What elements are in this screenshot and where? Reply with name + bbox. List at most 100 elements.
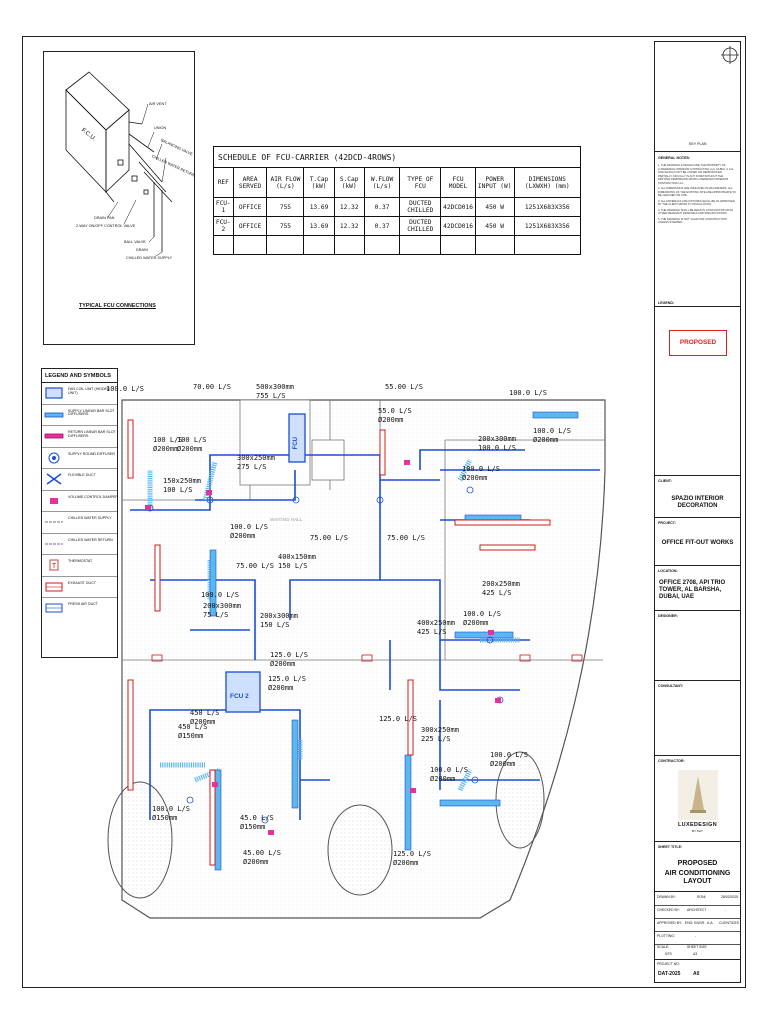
- general-note: 2. ALL DIMENSIONS ARE INDICATED IN MILLI…: [658, 187, 736, 197]
- fcu-symbol-icon: [45, 387, 63, 399]
- fcu-2-label: FCU 2: [230, 693, 249, 700]
- fcu-1-unit: [288, 413, 306, 463]
- legend-item: CHILLED WATER SUPPLY: [42, 512, 117, 534]
- callout-ball-valve: BALL VALVE: [124, 240, 146, 244]
- general-note: 5. THE DRAWING IS NOT VALID FOR CONSTRUC…: [658, 217, 727, 225]
- legend-item: FLEXIBLE DUCT: [42, 469, 117, 491]
- fcu-detail-title: TYPICAL FCU CONNECTIONS: [79, 303, 156, 309]
- building-walls: [121, 399, 606, 919]
- schedule-header: DIMENSIONS (LXWXH) (mm): [513, 167, 581, 198]
- callout-drain: DRAIN: [136, 248, 148, 252]
- fcu-1-label: FCU: [293, 436, 300, 450]
- fcu-2-unit: [225, 671, 261, 713]
- schedule-header: AREA SERVED: [232, 167, 268, 198]
- legend-panel: LEGEND AND SYMBOLS FAN COIL UNIT (HIDDEN…: [41, 368, 118, 658]
- drawing-sheet-border: [22, 36, 746, 988]
- legend-item: SUPPLY LINEAR BAR SLOT DIFFUSERS: [42, 405, 117, 426]
- planter-left: [107, 781, 173, 899]
- general-note: 4. THE DRAWING SHALL BE READ IN CONJUNCT…: [658, 208, 734, 216]
- project-number: DAT-2025: [658, 971, 681, 977]
- schedule-header: W.FLOW (L/s): [363, 167, 401, 198]
- legend-item: FRESH AIR DUCT: [42, 598, 117, 619]
- schedule-empty-cell: [513, 235, 581, 255]
- fcu-connection-sketch: [65, 71, 173, 257]
- project-number-section: PROJECT NO: DAT-2025 A0: [655, 959, 740, 983]
- exhaust-duct-icon: [45, 582, 63, 591]
- sheet-title-line2: AIR CONDITIONING LAYOUT: [664, 870, 731, 886]
- project-name: OFFICE FIT-OUT WORKS: [661, 540, 734, 546]
- flexible-duct-icon: [46, 473, 62, 485]
- legend-title: LEGEND AND SYMBOLS: [42, 369, 117, 383]
- revision: A0: [693, 971, 700, 977]
- round-diffuser-icon: [48, 452, 60, 463]
- legend-item: SUPPLY ROUND DIFFUSER: [42, 448, 117, 469]
- tb-legend-label: LEGEND:: [658, 301, 675, 305]
- key-plan-label: KEY PLAN: [689, 142, 707, 146]
- notes-section: GENERAL NOTES: 1. THE DRAWING & DESIGN A…: [655, 151, 740, 306]
- consultant-section: CONSULTANT:: [655, 680, 740, 755]
- title-block: KEY PLAN GENERAL NOTES: 1. THE DRAWING &…: [654, 41, 741, 983]
- legend-item: VOLUME CONTROL DAMPER: [42, 491, 118, 512]
- return-slot-diffusers: [127, 419, 551, 866]
- legend-item: RETURN LINEAR BAR SLOT DIFFUSERS: [42, 426, 117, 448]
- fcu-schedule-table: SCHEDULE OF FCU-CARRIER (42DCD-4ROWS) RE…: [213, 146, 581, 255]
- chw-return-icon: [45, 543, 63, 544]
- general-note: 1. THE DRAWING & DESIGN ARE THE PROPERTY…: [658, 164, 735, 185]
- legend-item: CHILLED WATER RETURN: [42, 534, 117, 555]
- project-section: PROJECT: OFFICE FIT-OUT WORKS: [655, 517, 740, 565]
- schedule-cell: 12.32: [333, 197, 365, 217]
- client-section: CLIENT: SPAZIO INTERIOR DECORATION: [655, 475, 740, 517]
- svg-text:T: T: [52, 563, 57, 570]
- volume-damper-icon: [50, 497, 58, 504]
- round-diffusers: [146, 486, 504, 824]
- callout-air-vent: AIR VENT: [149, 102, 167, 106]
- schedule-cell: DUCTED CHILLED: [399, 197, 442, 217]
- planter-right: [495, 751, 545, 849]
- schedule-empty-cell: [399, 235, 442, 255]
- info-row: PLOTTING: -: [655, 931, 740, 945]
- legend-item: EXHAUST DUCT: [42, 577, 117, 598]
- schedule-header: TYPE OF FCU: [399, 167, 442, 198]
- sheet-title-line1: PROPOSED: [677, 860, 718, 867]
- callout-chw-supply: CHILLED WATER SUPPLY: [126, 256, 173, 260]
- waiting-hall-label: WAITING HALL: [270, 517, 303, 522]
- volume-dampers: [145, 460, 501, 835]
- planter-center: [327, 804, 393, 896]
- callout-drain-pan: DRAIN PAN: [94, 216, 115, 220]
- logo-subtext: BY SHY: [692, 829, 703, 833]
- legend-stamp-section: LEGEND: PROPOSED: [655, 301, 740, 451]
- info-row: DRAWN BY: RONI 28/02/2025: [655, 892, 740, 906]
- callout-control-valve: 2-WAY ON/OFF CONTROL VALVE: [76, 224, 136, 228]
- sheet-title-section: SHEET TITLE: PROPOSED AIR CONDITIONING L…: [655, 841, 740, 891]
- general-notes-label: GENERAL NOTES:: [658, 156, 691, 160]
- contractor-section: CONTRACTOR: LUXEDESIGN BY SHY: [655, 755, 740, 841]
- info-rows: DRAWN BY: RONI 28/02/2025 CHECKED BY: AR…: [655, 891, 740, 959]
- general-note: 3. ALL MATERIALS AND FIXTURES SHALL BE A…: [658, 199, 735, 207]
- schedule-header: AIR FLOW (L/s): [266, 167, 305, 198]
- luxedesign-logo-icon: [678, 770, 718, 820]
- info-row: CHECKED BY: ARCHITECT -: [655, 905, 740, 919]
- fcu-connection-detail: F.C.U. AIR VENT UNION BALANCING VALVE CH…: [43, 51, 196, 345]
- return-slot-diffuser-icon: [44, 433, 64, 439]
- designer-section: DESIGNER:: [655, 610, 740, 680]
- fresh-air-duct-icon: [45, 603, 63, 613]
- chw-supply-icon: [45, 521, 63, 523]
- client-name: SPAZIO INTERIOR DECORATION: [671, 496, 724, 509]
- supply-slot-diffusers: [209, 411, 579, 871]
- supply-slot-diffuser-icon: [44, 412, 64, 417]
- legend-item: FAN COIL UNIT (HIDDEN UNIT): [42, 383, 117, 405]
- schedule-empty-cell: [333, 235, 365, 255]
- location-section: LOCATION: OFFICE 2708, API TRIO TOWER, A…: [655, 565, 740, 610]
- exhaust-markers: [151, 654, 583, 662]
- logo-text: LUXEDESIGN: [677, 822, 718, 828]
- info-row: APPROVED BY: ENG. ENGR. A.A. CLIENT/DES: [655, 918, 740, 932]
- proposed-stamp: PROPOSED: [669, 330, 727, 356]
- callout-union: UNION: [154, 126, 167, 130]
- thermostat-icon: T: [49, 559, 59, 571]
- info-row: SCALE: NTS SHEET SIZE A3: [657, 945, 707, 956]
- schedule-header: FCU MODEL: [440, 167, 476, 198]
- location-text: OFFICE 2708, API TRIO TOWER, AL BARSHA, …: [659, 580, 726, 600]
- key-plan-icon: [721, 46, 739, 64]
